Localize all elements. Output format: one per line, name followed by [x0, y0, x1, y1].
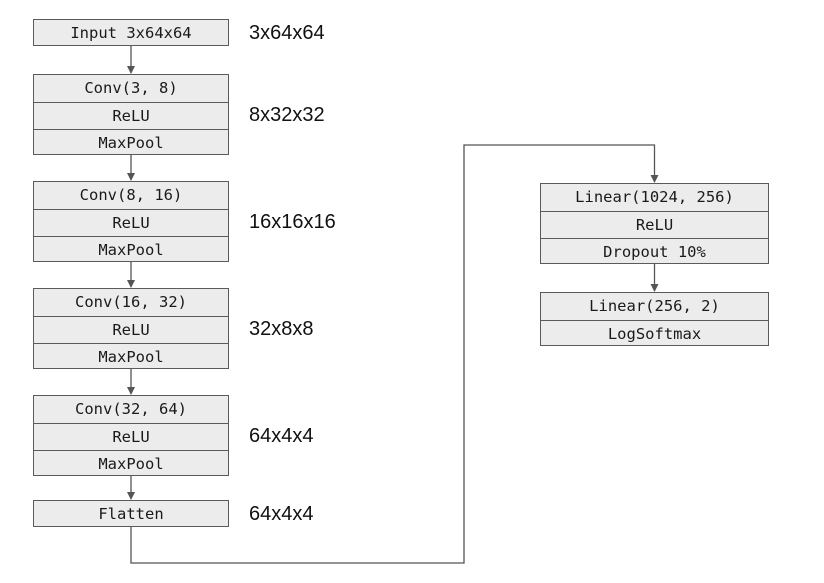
output-shape-label: 8x32x32 — [249, 103, 325, 126]
layer-logsoftmax: LogSoftmax — [541, 320, 768, 347]
layer-conv-16-32: Conv(16, 32) — [75, 293, 187, 311]
layer-maxpool: MaxPool — [34, 129, 228, 156]
elbow-arrow-connector — [130, 144, 659, 564]
layer-conv-3-8: Conv(3, 8) — [84, 79, 178, 97]
layer-conv-8-16: Conv(8, 16) — [79, 186, 183, 204]
layer-dropout-10: Dropout 10% — [541, 238, 768, 265]
layer-conv-32-64: Conv(32, 64) — [75, 400, 187, 418]
layer-linear-256-2: Linear(256, 2) — [589, 297, 720, 315]
layer-block-6: Flatten — [33, 500, 229, 527]
layer-linear-1024-256: Linear(1024, 256) — [575, 188, 734, 206]
layer-maxpool: MaxPool — [34, 343, 228, 370]
layer-relu: ReLU — [34, 316, 228, 343]
layer-relu: ReLU — [34, 102, 228, 129]
layer-input-3x64x64: Input 3x64x64 — [70, 24, 192, 42]
output-shape-label: 16x16x16 — [249, 210, 336, 233]
layer-relu: ReLU — [34, 423, 228, 450]
output-shape-label: 64x4x4 — [249, 502, 314, 525]
layer-relu: ReLU — [34, 209, 228, 236]
layer-maxpool: MaxPool — [34, 236, 228, 263]
output-shape-label: 3x64x64 — [249, 21, 325, 44]
layer-block-1: Input 3x64x64 — [33, 19, 229, 46]
layer-maxpool: MaxPool — [34, 450, 228, 477]
layer-relu: ReLU — [541, 211, 768, 238]
output-shape-label: 64x4x4 — [249, 424, 314, 447]
layer-flatten: Flatten — [98, 505, 164, 523]
output-shape-label: 32x8x8 — [249, 317, 314, 340]
layer-block-8: Linear(256, 2) LogSoftmax — [540, 292, 769, 346]
